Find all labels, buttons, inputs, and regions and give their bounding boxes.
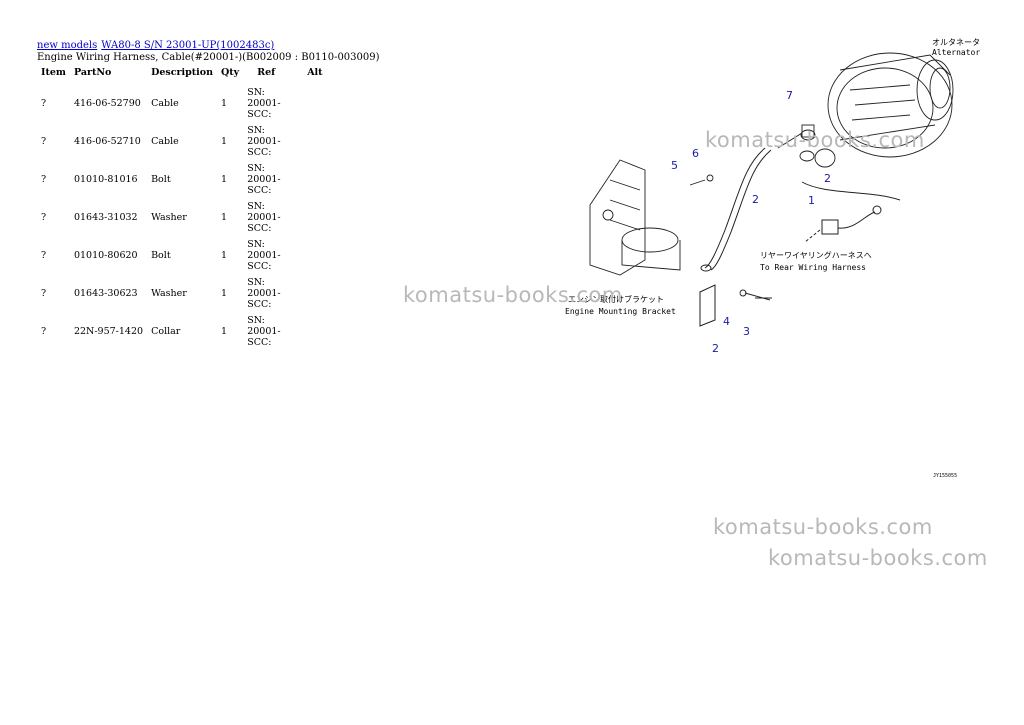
cell-ref: SN: 20001-SCC:: [247, 87, 281, 120]
collar-washer-drawing: [689, 129, 836, 299]
cell-ref: SN: 20001-SCC:: [247, 163, 281, 196]
cell-alt: [299, 84, 326, 122]
cell-alt: [299, 236, 326, 274]
table-header-row: Item PartNo Description Qty Ref Alt: [37, 66, 327, 84]
table-row: ? 01643-31032 Washer 1 SN: 20001-SCC:: [37, 198, 327, 236]
header-partno: PartNo: [73, 67, 112, 78]
cell-item: ?: [41, 98, 47, 109]
watermark-top: komatsu-books.com: [705, 128, 925, 152]
watermark-middle: komatsu-books.com: [403, 283, 623, 307]
cell-description: Collar: [151, 326, 181, 337]
header-description: Description: [151, 67, 213, 78]
cell-alt: [299, 274, 326, 312]
parts-table: Item PartNo Description Qty Ref Alt ? 41…: [37, 66, 327, 350]
cell-description: Cable: [151, 136, 179, 147]
watermark-bottom-2: komatsu-books.com: [768, 546, 988, 570]
cell-partno: 01643-30623: [73, 288, 138, 299]
table-row: ? 01643-30623 Washer 1 SN: 20001-SCC:: [37, 274, 327, 312]
cell-description: Washer: [151, 212, 187, 223]
alternator-label-jp: オルタネータ: [932, 38, 980, 47]
callout-2-collar-upper: 2: [824, 172, 831, 185]
callout-3: 3: [743, 325, 750, 338]
cell-qty: 1: [221, 174, 228, 185]
cell-qty: 1: [221, 326, 228, 337]
table-row: ? 416-06-52710 Cable 1 SN: 20001-SCC:: [37, 122, 327, 160]
table-row: ? 416-06-52790 Cable 1 SN: 20001-SCC:: [37, 84, 327, 122]
cell-description: Cable: [151, 98, 179, 109]
drawing-number: JY155055: [933, 473, 957, 479]
alternator-drawing: [801, 52, 954, 158]
header-ref: Ref: [257, 67, 276, 78]
cell-partno: 01010-81016: [73, 174, 138, 185]
cell-partno: 22N-957-1420: [73, 326, 144, 337]
cell-alt: [299, 312, 326, 350]
callout-5: 5: [671, 159, 678, 172]
cell-item: ?: [41, 326, 47, 337]
cell-partno: 01643-31032: [73, 212, 138, 223]
table-row: ? 01010-81016 Bolt 1 SN: 20001-SCC:: [37, 160, 327, 198]
cell-ref: SN: 20001-SCC:: [247, 125, 281, 158]
callout-1: 1: [808, 194, 815, 207]
cell-description: Bolt: [151, 250, 171, 261]
cell-ref: SN: 20001-SCC:: [247, 239, 281, 272]
callout-2-cable-upper: 2: [752, 193, 759, 206]
cell-qty: 1: [221, 288, 228, 299]
header-item: Item: [41, 67, 66, 78]
callout-7: 7: [786, 89, 793, 102]
cell-alt: [299, 122, 326, 160]
cell-alt: [299, 198, 326, 236]
cable-drawing: [699, 132, 901, 327]
table-row: ? 01010-80620 Bolt 1 SN: 20001-SCC:: [37, 236, 327, 274]
harness-label-en: To Rear Wiring Harness: [760, 263, 866, 272]
cell-item: ?: [41, 212, 47, 223]
cell-item: ?: [41, 250, 47, 261]
cell-description: Bolt: [151, 174, 171, 185]
cell-ref: SN: 20001-SCC:: [247, 315, 281, 348]
cell-item: ?: [41, 174, 47, 185]
cell-description: Washer: [151, 288, 187, 299]
cell-item: ?: [41, 136, 47, 147]
callout-4: 4: [723, 315, 730, 328]
cell-qty: 1: [221, 98, 228, 109]
cell-ref: SN: 20001-SCC:: [247, 277, 281, 310]
watermark-bottom-1: komatsu-books.com: [713, 515, 933, 539]
cell-qty: 1: [221, 250, 228, 261]
cell-alt: [299, 160, 326, 198]
cell-qty: 1: [221, 136, 228, 147]
header-qty: Qty: [221, 67, 240, 78]
harness-label-jp: リヤーワイヤリングハーネスへ: [760, 250, 872, 260]
page-subtitle: Engine Wiring Harness, Cable(#20001-)(B0…: [37, 52, 380, 63]
cell-partno: 416-06-52710: [73, 136, 141, 147]
header-alt: Alt: [307, 67, 323, 78]
breadcrumb-link-new-models[interactable]: new models: [37, 40, 98, 51]
alternator-label-en: Alternator: [932, 48, 980, 57]
bracket-label-jp: エンジン取付けブラケット: [568, 294, 664, 304]
callout-6: 6: [692, 147, 699, 160]
parts-diagram: オルタネータ Alternator リヤーワイヤリングハーネスへ To Rear…: [565, 38, 980, 479]
bracket-label-en: Engine Mounting Bracket: [565, 307, 676, 316]
cell-item: ?: [41, 288, 47, 299]
breadcrumb-link-model[interactable]: WA80-8 S/N 23001-UP(1002483c): [101, 40, 275, 51]
engine-mounting-bracket-drawing: [589, 159, 681, 276]
cell-qty: 1: [221, 212, 228, 223]
cell-partno: 01010-80620: [73, 250, 138, 261]
cell-ref: SN: 20001-SCC:: [247, 201, 281, 234]
cell-partno: 416-06-52790: [73, 98, 141, 109]
table-row: ? 22N-957-1420 Collar 1 SN: 20001-SCC:: [37, 312, 327, 350]
callout-2-lower: 2: [712, 342, 719, 355]
